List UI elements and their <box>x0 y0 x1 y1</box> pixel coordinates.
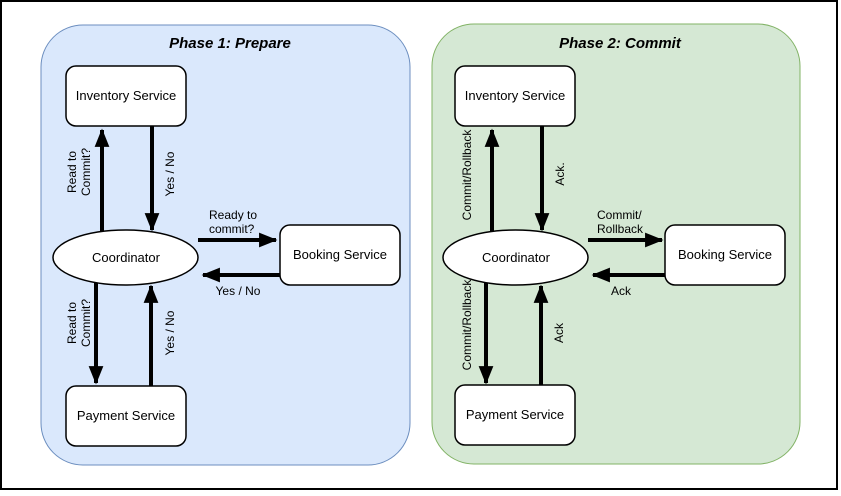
edge-label-from-inventory-p1: Yes / No <box>163 151 177 196</box>
edge-label-from-inventory-p2: Ack. <box>553 162 567 185</box>
edge-label-to-booking-line1-p2: Commit/ <box>597 208 642 222</box>
node-coordinator-p2 <box>442 229 589 286</box>
node-payment-service-p1 <box>65 385 187 447</box>
edge-label-to-inventory-p2: Commit/Rollback <box>460 129 474 221</box>
edge-label-to-booking-line2-p1: commit? <box>209 222 255 236</box>
node-coordinator-p1 <box>52 229 199 286</box>
phase1-panel <box>40 24 411 466</box>
edge-label-line: Yes / No <box>163 310 177 355</box>
edge-label-line: Commit/Rollback <box>460 279 474 371</box>
node-label-coordinator-p2: Coordinator <box>482 250 551 265</box>
edge-label-line: Commit? <box>79 299 93 347</box>
node-inventory-service-p1 <box>65 65 187 127</box>
edge-label-from-payment-p1: Yes / No <box>163 310 177 355</box>
phase2-panel <box>431 23 801 465</box>
node-label-booking-p1: Booking Service <box>293 247 387 262</box>
phase2-title: Phase 2: Commit <box>559 35 682 52</box>
node-booking-service-p2 <box>664 224 786 286</box>
edge-label-line: Ack. <box>553 162 567 185</box>
node-label-inventory-p2: Inventory Service <box>465 88 565 103</box>
edge-label-from-booking-p2: Ack <box>611 284 632 298</box>
node-label-booking-p2: Booking Service <box>678 247 772 262</box>
edge-label-to-booking-line2-p2: Rollback <box>597 222 644 236</box>
edge-label-from-payment-p2: Ack <box>552 322 566 343</box>
edge-label-line: Ack <box>552 322 566 343</box>
edge-label-to-inventory-p1: Read to Commit? <box>65 148 93 196</box>
phase1-group: Phase 1: Prepare Read to Commit? Yes / N… <box>40 24 411 466</box>
edge-label-line: Yes / No <box>163 151 177 196</box>
edge-label-from-booking-p1: Yes / No <box>216 284 261 298</box>
edge-label-line: Commit? <box>79 148 93 196</box>
node-label-inventory-p1: Inventory Service <box>76 88 176 103</box>
edge-label-to-booking-line1-p1: Ready to <box>209 208 257 222</box>
node-label-coordinator-p1: Coordinator <box>92 250 161 265</box>
node-booking-service-p1 <box>279 224 401 286</box>
edge-label-line: Commit/Rollback <box>460 129 474 221</box>
node-inventory-service-p2 <box>454 65 576 127</box>
phase2-group: Phase 2: Commit Commit/Rollback Ack. Com… <box>431 23 801 465</box>
phase1-title: Phase 1: Prepare <box>169 35 291 52</box>
edge-label-line: Read to <box>65 151 79 193</box>
edge-label-to-payment-p2: Commit/Rollback <box>460 279 474 371</box>
node-label-payment-p1: Payment Service <box>77 408 175 423</box>
node-payment-service-p2 <box>454 384 576 446</box>
node-label-payment-p2: Payment Service <box>466 407 564 422</box>
edge-label-to-payment-p1: Read to Commit? <box>65 299 93 347</box>
edge-label-line: Read to <box>65 302 79 344</box>
